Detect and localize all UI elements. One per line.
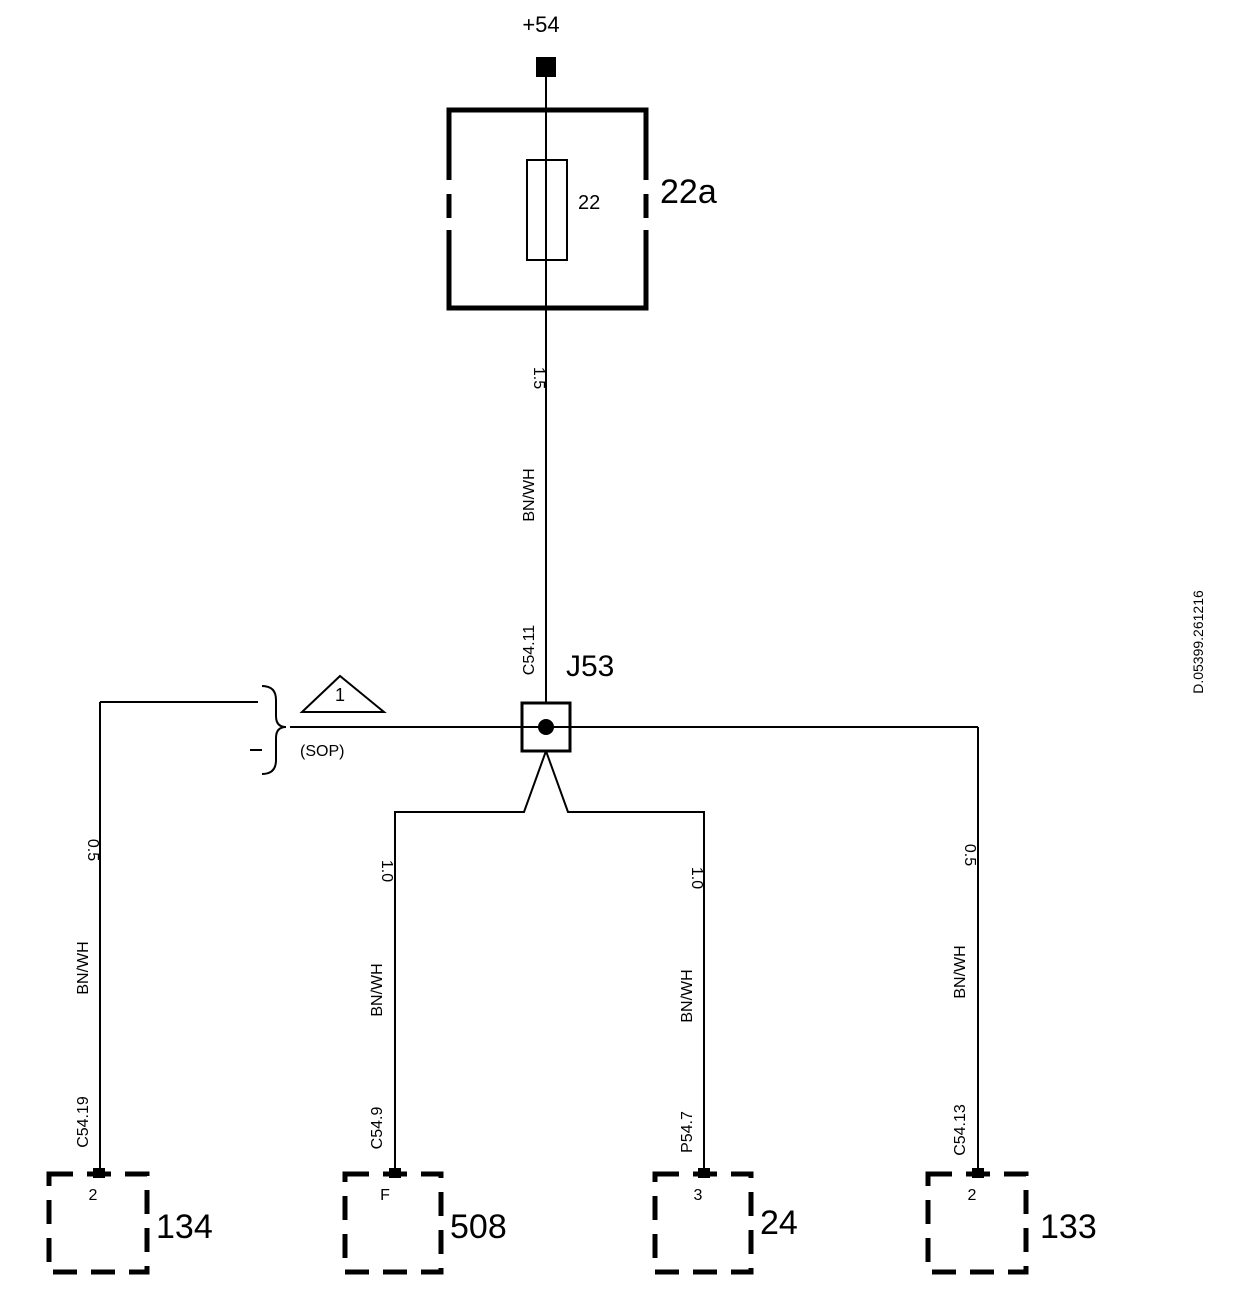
junction-label: J53 <box>566 650 614 683</box>
supply-label: +54 <box>522 12 559 37</box>
component-508-label: 508 <box>450 1208 507 1246</box>
branch-133-size: 0.5 <box>961 844 978 866</box>
note-number: 1 <box>335 685 345 705</box>
supply-terminal <box>536 57 556 77</box>
branch-134-size: 0.5 <box>84 839 101 861</box>
component-134-pin: 2 <box>89 1187 98 1204</box>
component-133-box <box>925 1168 1029 1275</box>
component-134-box <box>46 1168 150 1275</box>
component-508-box <box>342 1168 444 1275</box>
sop-note: (SOP) <box>300 743 344 760</box>
junction-dot <box>538 719 554 735</box>
branch-134-color: BN/WH <box>75 941 92 994</box>
branch-24-color: BN/WH <box>679 969 696 1022</box>
junction-connector-label: C54.11 <box>521 625 538 676</box>
drawing-id: D.05399.261216 <box>1190 590 1206 694</box>
fuse-box <box>446 107 649 311</box>
branch-508-color: BN/WH <box>369 963 386 1016</box>
branch-508-size: 1.0 <box>378 860 395 882</box>
component-133-label: 133 <box>1040 1208 1097 1246</box>
branch-24-connector: P54.7 <box>679 1111 696 1153</box>
sop-brace <box>261 685 287 775</box>
component-508-pin: F <box>380 1187 390 1204</box>
main-wire-size: 1.5 <box>530 367 547 389</box>
fuse-label: 22 <box>578 192 600 214</box>
branch-24-size: 1.0 <box>688 867 705 889</box>
branch-24-wire <box>545 750 705 1172</box>
branch-133-color: BN/WH <box>952 945 969 998</box>
component-24-box <box>652 1168 754 1275</box>
branch-508-wire <box>394 750 547 1172</box>
main-wire-color: BN/WH <box>521 468 538 521</box>
fuse-box-label: 22a <box>660 173 717 211</box>
component-134-label: 134 <box>156 1208 213 1246</box>
component-133-pin: 2 <box>968 1187 977 1204</box>
component-24-label: 24 <box>760 1204 798 1242</box>
note-triangle <box>299 674 387 713</box>
branch-508-connector: C54.9 <box>369 1107 386 1150</box>
branch-134-connector: C54.19 <box>75 1096 92 1148</box>
branch-133-connector: C54.13 <box>952 1104 969 1156</box>
component-24-pin: 3 <box>694 1187 703 1204</box>
